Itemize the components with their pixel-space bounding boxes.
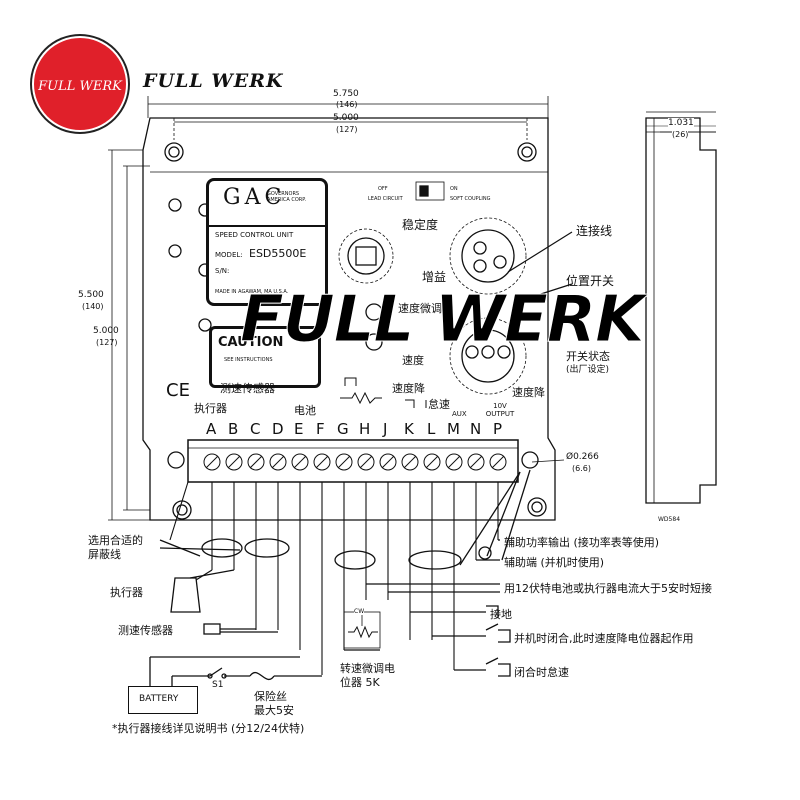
label-switch-state: 开关状态 bbox=[566, 350, 610, 363]
brand-name: FULL WERK bbox=[143, 70, 284, 92]
note-pot-2: 位器 5K bbox=[340, 676, 380, 689]
model-number: ESD5500E bbox=[249, 247, 307, 260]
note-fuse-1: 保险丝 bbox=[254, 690, 287, 703]
part-code: WD584 bbox=[658, 516, 681, 523]
dim-top-inner: 5.000 bbox=[333, 113, 359, 123]
terminal-k: K bbox=[404, 420, 414, 438]
dim-left-inner: 5.000 bbox=[93, 326, 119, 336]
mount-hole-tl bbox=[164, 142, 184, 162]
gac-logo-small: GOVERNORS AMERICA CORP. bbox=[267, 191, 307, 203]
speed-sensor-symbol bbox=[203, 623, 221, 635]
dim-side-width: 1.031 bbox=[668, 118, 694, 128]
group-droop: 速度降 bbox=[392, 382, 425, 395]
label-switch-state-sub: (出厂设定) bbox=[566, 365, 610, 375]
terminal-screws bbox=[203, 453, 507, 471]
group-battery: 电池 bbox=[294, 404, 316, 417]
note-switch-s1: S1 bbox=[212, 680, 224, 690]
label-speed-trim: 速度微调 bbox=[398, 302, 442, 315]
dim-side-width-mm: (26) bbox=[672, 130, 689, 139]
group-idle: 怠速 bbox=[428, 398, 450, 411]
mount-hole-tr bbox=[517, 142, 537, 162]
note-footnote: *执行器接线详见说明书 (分12/24伏特) bbox=[112, 722, 305, 735]
label-aux: AUX bbox=[452, 410, 467, 418]
mount-hole-br bbox=[527, 497, 547, 517]
switch-soft-coupling: SOFT COUPLING bbox=[450, 196, 491, 202]
dim-hole-mm: (6.6) bbox=[572, 464, 591, 473]
label-stability: 稳定度 bbox=[402, 218, 439, 232]
label-position-switch: 位置开关 bbox=[566, 274, 615, 288]
terminal-b: B bbox=[228, 420, 239, 438]
note-ground: 接地 bbox=[490, 608, 512, 621]
pot-speed bbox=[347, 237, 385, 275]
mount-hole-bl bbox=[172, 500, 192, 520]
brand-logo-badge: FULL WERK bbox=[28, 32, 132, 136]
label-speed: 速度 bbox=[402, 354, 424, 367]
badge-text: FULL WERK bbox=[37, 79, 123, 94]
note-pot-cw: CW bbox=[354, 608, 365, 615]
ce-mark: CE bbox=[166, 380, 190, 401]
brand-watermark: FULL WERK bbox=[240, 283, 646, 358]
caution-note: SEE INSTRUCTIONS bbox=[224, 357, 273, 363]
dim-left-outer-mm: (140) bbox=[82, 302, 104, 311]
terminal-e: E bbox=[294, 420, 304, 438]
note-parallel: 并机时闭合,此时速度降电位器起作用 bbox=[514, 632, 694, 645]
gac-logo: GAC bbox=[223, 185, 286, 210]
serial-label: S/N: bbox=[215, 267, 230, 275]
actuator-symbol bbox=[170, 577, 201, 613]
label-gain: 增益 bbox=[422, 270, 447, 284]
model-label: MODEL: bbox=[215, 251, 243, 259]
terminal-l: L bbox=[427, 420, 436, 438]
dim-top-outer-mm: (146) bbox=[336, 100, 358, 109]
terminal-a: A bbox=[206, 420, 217, 438]
switch-on: ON bbox=[450, 186, 458, 192]
switch-off: OFF bbox=[378, 186, 388, 192]
note-aux-input: 辅助端 (并机时使用) bbox=[504, 556, 605, 569]
terminal-d: D bbox=[272, 420, 284, 438]
made-in: MADE IN AGAWAM, MA U.S.A. bbox=[215, 289, 289, 295]
terminal-f: F bbox=[316, 420, 325, 438]
label-wiring: 连接线 bbox=[576, 224, 613, 238]
terminal-n: N bbox=[470, 420, 482, 438]
group-actuator: 执行器 bbox=[194, 402, 227, 415]
label-10v-output: 10V OUTPUT bbox=[485, 402, 515, 418]
caution-label: CAUTION SEE INSTRUCTIONS bbox=[209, 326, 321, 388]
product-label: GAC GOVERNORS AMERICA CORP. SPEED CONTRO… bbox=[206, 178, 328, 306]
label-droop-pot: 速度降 bbox=[512, 386, 545, 399]
dim-top-inner-mm: (127) bbox=[336, 125, 358, 134]
note-pot-1: 转速微调电 bbox=[340, 662, 395, 675]
note-actuator: 执行器 bbox=[110, 586, 143, 599]
note-aux-output: 辅助功率输出 (接功率表等使用) bbox=[504, 536, 660, 549]
terminal-strip bbox=[187, 439, 519, 483]
switch-lead-circuit: LEAD CIRCUIT bbox=[368, 196, 403, 202]
note-idle-close: 闭合时怠速 bbox=[514, 666, 569, 679]
dim-hole: Ø0.266 bbox=[566, 452, 599, 462]
note-fuse-2: 最大5安 bbox=[254, 704, 294, 717]
terminal-m: M bbox=[447, 420, 460, 438]
dim-left-outer: 5.500 bbox=[78, 290, 104, 300]
plate-outline bbox=[142, 117, 556, 521]
battery-label: BATTERY bbox=[139, 694, 179, 704]
note-short: 用12伏特电池或执行器电流大于5安时短接 bbox=[504, 582, 712, 595]
terminal-h: H bbox=[359, 420, 371, 438]
side-view bbox=[645, 117, 717, 504]
battery-symbol: BATTERY bbox=[128, 686, 198, 714]
dim-left-inner-mm: (127) bbox=[96, 338, 118, 347]
pot-stability-gain bbox=[461, 229, 515, 283]
note-shield-2: 屏蔽线 bbox=[88, 548, 121, 561]
note-shield-1: 选用合适的 bbox=[88, 534, 143, 547]
group-speed-sensor: 测速传感器 bbox=[220, 382, 275, 395]
speed-control-label: SPEED CONTROL UNIT bbox=[215, 231, 294, 239]
terminal-j: J bbox=[383, 420, 388, 438]
dim-top-outer: 5.750 bbox=[333, 89, 359, 99]
pot-droop bbox=[461, 329, 515, 383]
note-speed-sensor: 测速传感器 bbox=[118, 624, 173, 637]
terminal-g: G bbox=[337, 420, 349, 438]
caution-title: CAUTION bbox=[218, 335, 284, 350]
terminal-p: P bbox=[493, 420, 503, 438]
terminal-wires bbox=[169, 481, 499, 675]
terminal-c: C bbox=[250, 420, 261, 438]
